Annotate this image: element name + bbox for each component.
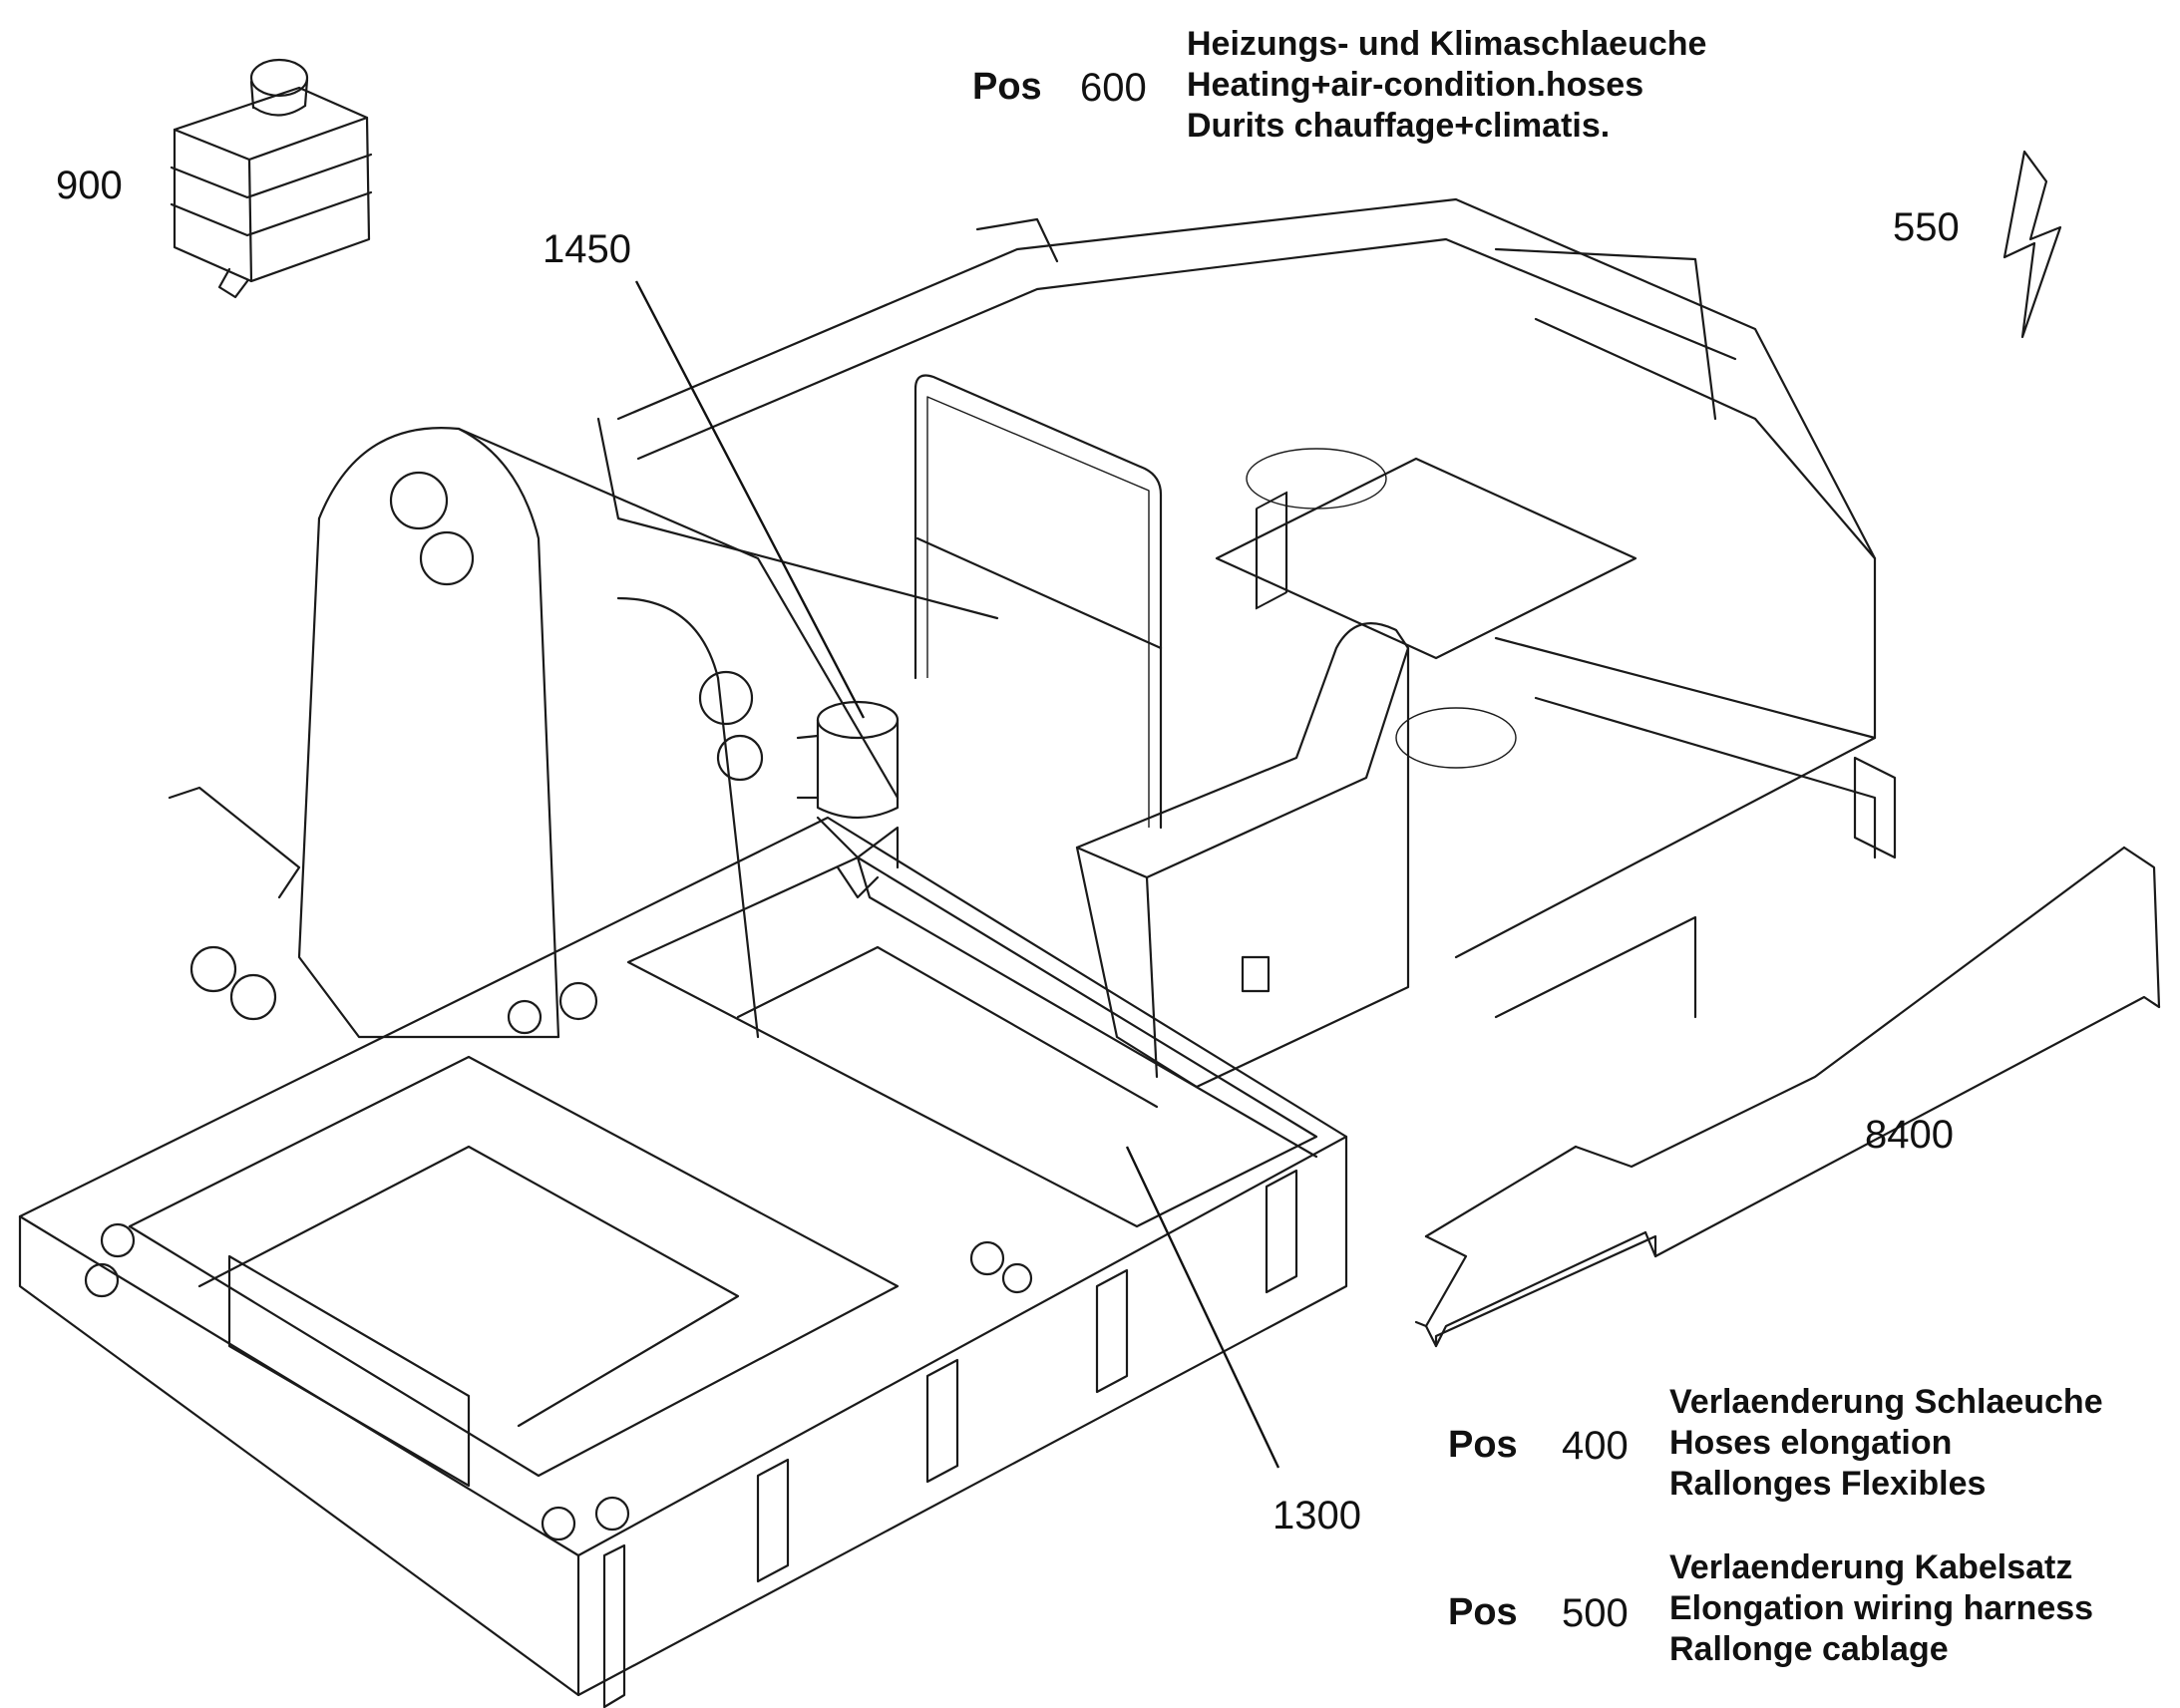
pos-600-line-de: Heizungs- und Klimaschlaeuche [1187, 25, 1707, 63]
pos-600-description: Heizungs- und Klimaschlaeuche Heating+ai… [1187, 24, 1706, 147]
pos-500-number: 500 [1562, 1591, 1629, 1635]
pos-500-description: Verlaenderung Kabelsatz Elongation wirin… [1669, 1547, 2093, 1670]
pump-unit [796, 700, 900, 899]
callout-8400: 8400 [1865, 1113, 1954, 1157]
chassis-frame [596, 197, 1897, 1019]
callout-1300: 1300 [1272, 1494, 1361, 1537]
boom-mount [168, 427, 900, 1039]
pos-500-line-fr: Rallonge cablage [1669, 1630, 1949, 1668]
callout-1450: 1450 [543, 227, 631, 271]
callout-550: 550 [1893, 205, 1960, 249]
callout-900: 900 [56, 164, 123, 207]
pos-400-number: 400 [1562, 1424, 1629, 1468]
side-rail-part [1414, 846, 2161, 1348]
pos-500-line-de: Verlaenderung Kabelsatz [1669, 1548, 2073, 1586]
expansion-tank [170, 58, 373, 299]
pos-400-line-en: Hoses elongation [1669, 1424, 1953, 1462]
leader-1300 [1125, 1146, 1280, 1469]
guard-rail [913, 374, 1163, 830]
pos-500-line-en: Elongation wiring harness [1669, 1589, 2094, 1627]
lower-platform [18, 491, 1348, 1708]
pos-500-label: Pos [1448, 1591, 1518, 1633]
pos-400-label: Pos [1448, 1424, 1518, 1466]
pos-600-line-en: Heating+air-condition.hoses [1187, 66, 1644, 104]
pos-600-number: 600 [1080, 66, 1147, 110]
pos-400-description: Verlaenderung Schlaeuche Hoses elongatio… [1669, 1382, 2103, 1505]
lightning-bolt-icon [2002, 150, 2062, 339]
pos-600-line-fr: Durits chauffage+climatis. [1187, 107, 1611, 145]
pos-600-label: Pos [972, 66, 1042, 108]
leader-1450 [634, 280, 866, 719]
pos-400-line-de: Verlaenderung Schlaeuche [1669, 1383, 2103, 1421]
battery-box [1075, 622, 1410, 1089]
pos-400-line-fr: Rallonges Flexibles [1669, 1465, 1987, 1503]
